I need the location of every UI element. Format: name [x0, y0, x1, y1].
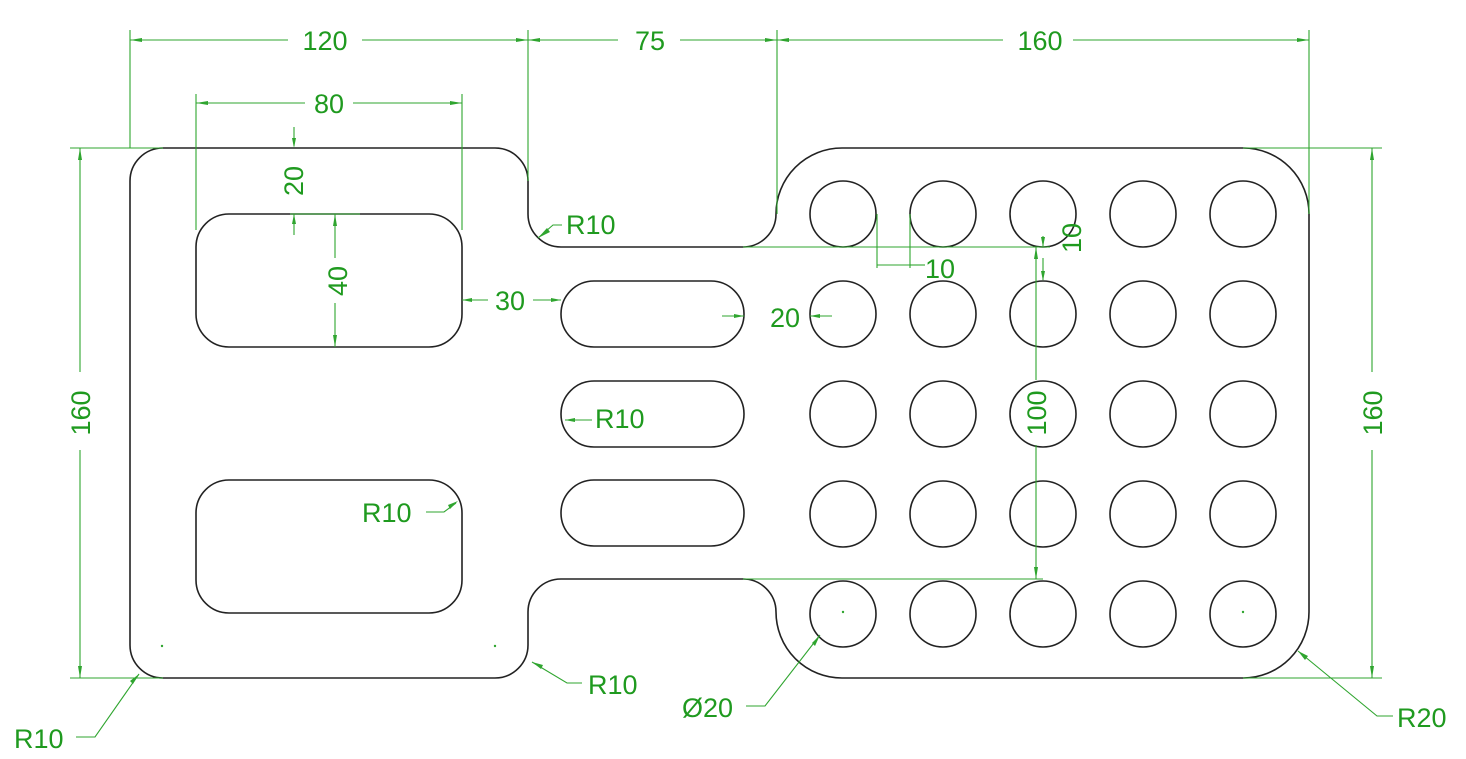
- hole-circle: [1109, 380, 1177, 448]
- dim-40: 40: [323, 266, 353, 296]
- leader-r10-slot: R10: [565, 404, 645, 434]
- label-r10-top-notch: R10: [566, 210, 616, 240]
- leader-r10-corner: R10: [14, 673, 140, 754]
- leader-r10-bottom-notch: R10: [531, 661, 638, 700]
- dimension-10-horizontal: 10: [876, 214, 955, 284]
- hole-circle: [909, 280, 977, 348]
- hole-circle: [809, 380, 877, 448]
- leader-r10-top-notch: R10: [537, 210, 616, 240]
- slot-2: [560, 380, 745, 448]
- center-mark: [1241, 610, 1245, 614]
- hole-circle: [1109, 180, 1177, 248]
- slot-3: [560, 479, 745, 547]
- dimension-160-left: 160: [66, 147, 163, 679]
- hole-circle: [1209, 580, 1277, 648]
- label-r10-corner: R10: [14, 724, 64, 754]
- hole-circle: [909, 480, 977, 548]
- hole-circle: [1109, 280, 1177, 348]
- center-mark: [160, 644, 164, 648]
- hole-circle: [909, 380, 977, 448]
- label-r10-slot: R10: [595, 404, 645, 434]
- hole-circle: [809, 280, 877, 348]
- dimension-160-right: 160: [1243, 147, 1388, 679]
- hole-circle: [909, 580, 977, 648]
- leader-r20-corner: R20: [1297, 650, 1447, 733]
- leader-r10-pocket: R10: [362, 498, 458, 528]
- hole-circle: [1109, 580, 1177, 648]
- hole-circle: [809, 580, 877, 648]
- hole-circle: [1209, 280, 1277, 348]
- hole-circle: [1209, 180, 1277, 248]
- dim-80: 80: [314, 89, 344, 119]
- hole-circle: [1109, 480, 1177, 548]
- dimension-40: 40: [323, 214, 353, 347]
- label-r10-pocket: R10: [362, 498, 412, 528]
- dim-120: 120: [302, 26, 347, 56]
- dim-10-vertical: 10: [1057, 223, 1087, 253]
- dim-10-horizontal: 10: [925, 254, 955, 284]
- hole-circle: [1009, 480, 1077, 548]
- center-mark: [493, 644, 497, 648]
- hole-circle: [1009, 380, 1077, 448]
- dim-100: 100: [1022, 390, 1052, 435]
- hole-circle: [1209, 480, 1277, 548]
- dim-30: 30: [495, 286, 525, 316]
- dim-75: 75: [635, 26, 665, 56]
- dimension-30: 30: [462, 286, 561, 316]
- dim-160-top: 160: [1017, 26, 1062, 56]
- hole-circle: [1009, 580, 1077, 648]
- hole-circle: [1009, 280, 1077, 348]
- leader-diameter-20: Ø20: [682, 634, 821, 723]
- dimension-top-chain: 120 75 160: [129, 26, 1310, 214]
- part-outline: [129, 147, 1310, 679]
- dimension-80: 80: [195, 89, 463, 230]
- dimension-100: 100: [743, 247, 1052, 580]
- dim-160-right: 160: [1358, 390, 1388, 435]
- label-r20-corner: R20: [1397, 703, 1447, 733]
- hole-circle: [809, 480, 877, 548]
- dimension-20-vertical: 20: [279, 127, 360, 235]
- dim-160-left: 160: [66, 390, 96, 435]
- label-r10-bottom-notch: R10: [588, 670, 638, 700]
- hole-circle: [1209, 380, 1277, 448]
- hole-circle: [809, 180, 877, 248]
- dimension-20-slot: 20: [722, 303, 832, 333]
- center-mark: [841, 610, 845, 614]
- dimension-10-vertical: 10: [743, 223, 1087, 281]
- dim-20-depth: 20: [279, 166, 309, 196]
- hole-circle: [909, 180, 977, 248]
- slot-1: [560, 280, 745, 348]
- dim-20-slot: 20: [770, 303, 800, 333]
- label-diameter-20: Ø20: [682, 693, 733, 723]
- lower-pocket: [195, 479, 463, 614]
